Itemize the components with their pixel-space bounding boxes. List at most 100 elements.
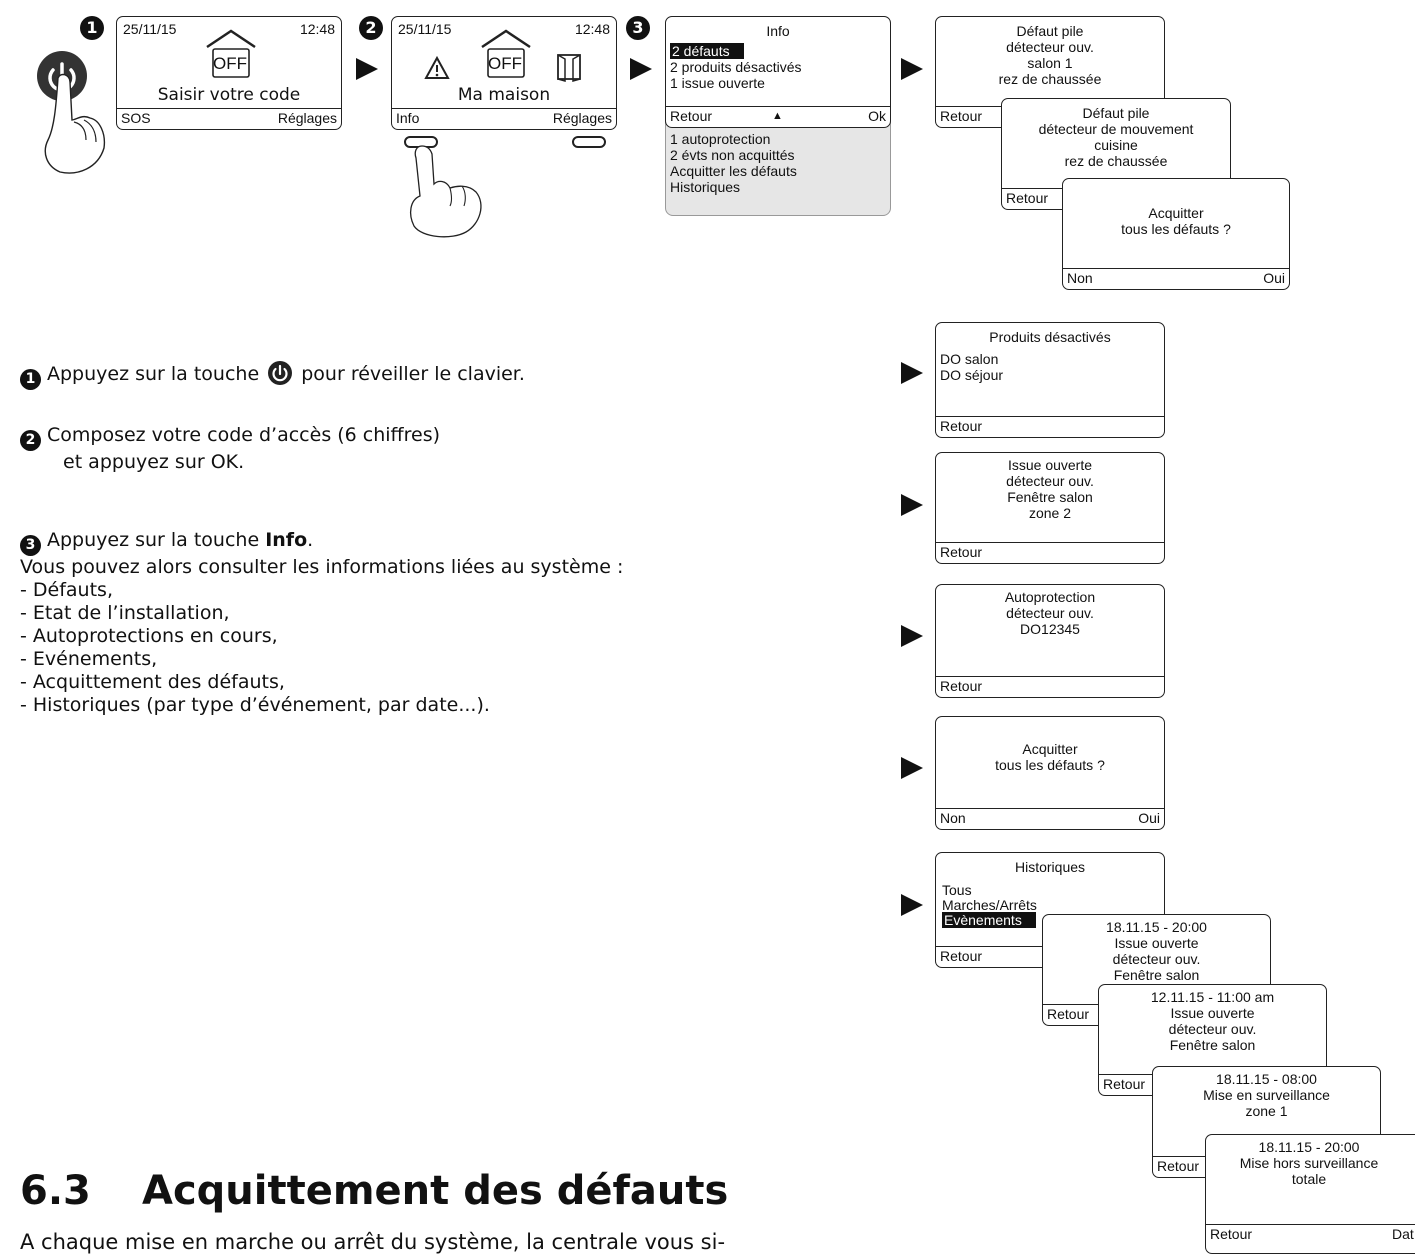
house-off-icon (206, 29, 256, 78)
arrow-right-icon (901, 494, 923, 516)
text-bold: Info (265, 529, 308, 551)
hand-pressing-icon (409, 145, 482, 238)
line: salon 1 (1027, 55, 1073, 71)
step-3-badge: 3 (626, 16, 650, 40)
text: Appuyez sur la touche (47, 529, 266, 551)
arrow-right-icon (901, 362, 923, 384)
line: rez de chaussée (998, 71, 1102, 87)
reglages-softkey[interactable]: Réglages (552, 110, 612, 126)
line: Mise en surveillance (1203, 1087, 1330, 1103)
hand-pressing-power-icon (37, 51, 106, 174)
text: Appuyez sur la touche (47, 363, 260, 385)
screen-produits-desactives: Produits désactivés DO salon DO séjour R… (935, 322, 1165, 438)
text: Vous pouvez alors consulter les informat… (20, 556, 624, 578)
arrow-right-icon (901, 757, 923, 779)
menu-item[interactable]: Historiques (670, 179, 741, 195)
screen-message: Saisir votre code (157, 85, 301, 105)
menu-item-selected[interactable]: Evènements (942, 912, 1036, 928)
screen-autoprotection: Autoprotection détecteur ouv. DO12345 Re… (935, 584, 1165, 698)
line: rez de chaussée (1064, 153, 1168, 169)
date-softkey[interactable]: Dat (1392, 1226, 1414, 1242)
line: Issue ouverte (1007, 457, 1093, 473)
oui-softkey[interactable]: Oui (1263, 270, 1285, 286)
non-softkey[interactable]: Non (1067, 270, 1093, 286)
menu-item[interactable]: Acquitter les défauts (670, 163, 797, 179)
instruction-step-1: 1 Appuyez sur la touche pour réveiller le… (20, 361, 525, 390)
line: Acquitter (1148, 205, 1204, 221)
reglages-key-button[interactable] (572, 136, 606, 148)
menu-item[interactable]: 2 produits désactivés (670, 59, 802, 75)
line: totale (1291, 1171, 1327, 1187)
off-label: OFF (488, 54, 522, 73)
reglages-softkey[interactable]: Réglages (277, 110, 337, 126)
step-2-badge: 2 (359, 16, 383, 40)
retour-softkey[interactable]: Retour (670, 108, 713, 124)
retour-softkey[interactable]: Retour (1210, 1226, 1253, 1242)
sos-softkey[interactable]: SOS (121, 110, 151, 126)
screen-date: 25/11/15 (123, 21, 177, 37)
menu-item[interactable]: 1 issue ouverte (670, 75, 765, 91)
retour-softkey[interactable]: Retour (940, 418, 983, 434)
line: Défaut pile (1082, 105, 1150, 121)
menu-item-selected[interactable]: 2 défauts (670, 43, 744, 59)
list-item: - Autoprotections en cours, (20, 625, 278, 647)
line: tous les défauts ? (1121, 221, 1231, 237)
oui-softkey[interactable]: Oui (1138, 810, 1160, 826)
list-item: - Acquittement des défauts, (20, 671, 285, 693)
screen-acquitter-2: Acquitter tous les défauts ? Non Oui (935, 716, 1165, 830)
list-item: - Défauts, (20, 579, 113, 601)
scroll-arrows-icon: ▲ (772, 110, 783, 122)
line: Acquitter (1022, 741, 1078, 757)
house-off-icon (481, 29, 531, 78)
screen-event-4: 18.11.15 - 20:00 Mise hors surveillance … (1205, 1134, 1415, 1254)
power-button-icon (268, 361, 293, 385)
retour-softkey[interactable]: Retour (940, 108, 983, 124)
line: cuisine (1094, 137, 1138, 153)
screen-home: 25/11/15 12:48 OFF Ma maison Info Réglag… (391, 16, 617, 130)
menu-item[interactable]: 1 autoprotection (670, 131, 771, 147)
retour-softkey[interactable]: Retour (940, 544, 983, 560)
list-item: - Historiques (par type d’événement, par… (20, 694, 490, 716)
list-item[interactable]: DO séjour (940, 367, 1004, 383)
line: détecteur ouv. (1006, 39, 1094, 55)
line: tous les défauts ? (995, 757, 1105, 773)
off-label: OFF (213, 54, 247, 73)
screen-title: Produits désactivés (989, 329, 1111, 345)
retour-softkey[interactable]: Retour (940, 678, 983, 694)
line: détecteur ouv. (1006, 473, 1094, 489)
list-item[interactable]: DO salon (940, 351, 999, 367)
line: 18.11.15 - 20:00 (1106, 919, 1207, 935)
retour-softkey[interactable]: Retour (940, 948, 983, 964)
screen-message: Ma maison (457, 85, 551, 105)
ok-softkey[interactable]: Ok (868, 108, 886, 124)
screen-time: 12:48 (299, 21, 335, 37)
step-1-icon: 1 (20, 369, 41, 390)
screen-info: Info 2 défauts 2 produits désactivés 1 i… (665, 16, 891, 128)
line: 18.11.15 - 08:00 (1216, 1071, 1317, 1087)
line: DO12345 (1020, 621, 1080, 637)
line: Fenêtre salon (1113, 967, 1200, 983)
text: pour réveiller le clavier. (301, 363, 525, 385)
screen-title: Historiques (1014, 859, 1086, 875)
text: et appuyez sur OK. (63, 451, 245, 473)
line: Autoprotection (1004, 589, 1096, 605)
step-1-badge: 1 (80, 16, 104, 40)
screen-issue-ouverte: Issue ouverte détecteur ouv. Fenêtre sal… (935, 452, 1165, 564)
menu-item[interactable]: 2 évts non acquittés (670, 147, 795, 163)
arrow-right-icon (901, 894, 923, 916)
retour-softkey[interactable]: Retour (1047, 1006, 1090, 1022)
text: Composez votre code d’accès (6 chiffres) (47, 424, 441, 446)
screen-title: Info (766, 23, 790, 39)
text: . (307, 529, 314, 551)
non-softkey[interactable]: Non (940, 810, 966, 826)
screen-date: 25/11/15 (398, 21, 452, 37)
menu-item[interactable]: Marches/Arrêts (942, 897, 1037, 913)
menu-item[interactable]: Tous (942, 882, 972, 898)
info-softkey[interactable]: Info (396, 110, 420, 126)
retour-softkey[interactable]: Retour (1103, 1076, 1146, 1092)
retour-softkey[interactable]: Retour (1006, 190, 1049, 206)
line: Fenêtre salon (1169, 1037, 1256, 1053)
line: Défaut pile (1016, 23, 1084, 39)
retour-softkey[interactable]: Retour (1157, 1158, 1200, 1174)
